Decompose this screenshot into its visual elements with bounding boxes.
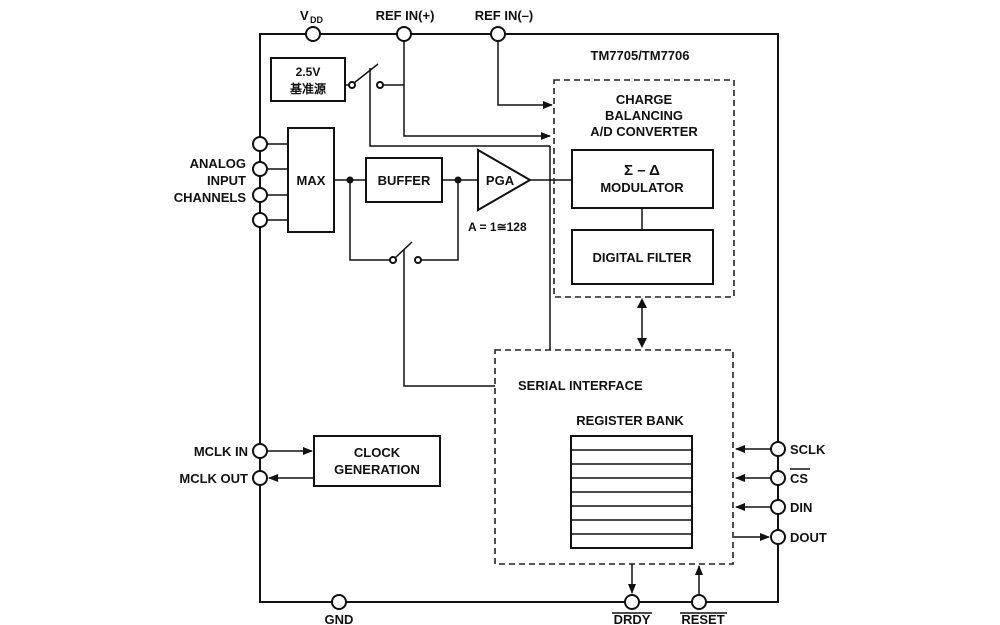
- clock-generation-block: [313, 435, 441, 487]
- pga-label: PGA: [486, 173, 515, 188]
- pin-vdd: V DD: [300, 8, 323, 42]
- max-block: [287, 127, 335, 233]
- pin-mclk-out-label: MCLK OUT: [179, 471, 248, 486]
- serial-interface-label: SERIAL INTERFACE: [518, 378, 643, 393]
- analog-input-label-1: ANALOG: [190, 156, 246, 171]
- reference-label-2: 基准源: [289, 81, 326, 96]
- pin-ref-in-pos-label: REF IN(+): [376, 8, 435, 23]
- pga-amplifier: [477, 148, 533, 212]
- pin-cs: [735, 470, 786, 486]
- pin-reset-label: RESET: [681, 612, 724, 625]
- pga-gain-label: A = 1≅128: [468, 220, 527, 234]
- buffer-label: BUFFER: [378, 173, 431, 188]
- analog-input-pins: [252, 136, 288, 228]
- modulator-label: MODULATOR: [600, 180, 684, 195]
- modulator-block: [571, 149, 714, 209]
- adc-label-2: BALANCING: [605, 108, 683, 123]
- adc-block: [553, 79, 735, 298]
- modulator-symbol: Σ – Δ: [624, 162, 660, 179]
- chip-outline: [259, 33, 779, 603]
- pin-mclk-out: [252, 470, 314, 486]
- register-bank-label: REGISTER BANK: [576, 413, 684, 428]
- pin-dout-label: DOUT: [790, 530, 827, 545]
- serial-interface-block: [494, 349, 734, 565]
- part-number: TM7705/TM7706: [591, 48, 690, 63]
- reference-label-1: 2.5V: [296, 65, 321, 79]
- analog-input-label-2: INPUT: [207, 173, 246, 188]
- digital-filter-label: DIGITAL FILTER: [593, 250, 693, 265]
- adc-label-1: CHARGE: [616, 92, 673, 107]
- pin-mclk-in: [252, 443, 313, 459]
- register-bank: [570, 435, 693, 549]
- pin-dout: [734, 529, 786, 545]
- pin-ref-in-pos: REF IN(+): [376, 8, 435, 42]
- pin-mclk-in-label: MCLK IN: [194, 444, 248, 459]
- pin-gnd: [331, 594, 347, 610]
- reference-block: [270, 57, 346, 102]
- pin-sclk-label: SCLK: [790, 442, 826, 457]
- pin-reset: [691, 565, 707, 610]
- buffer-block: [365, 157, 443, 203]
- digital-filter-block: [571, 229, 714, 285]
- pin-din: [735, 499, 786, 515]
- clock-label-2: GENERATION: [334, 462, 420, 477]
- pin-ref-in-neg: REF IN(–): [475, 8, 534, 42]
- reference-switch: [353, 63, 379, 84]
- analog-input-label-3: CHANNELS: [174, 190, 247, 205]
- adc-label-3: A/D CONVERTER: [590, 124, 698, 139]
- pin-sclk: [735, 441, 786, 457]
- pin-din-label: DIN: [790, 500, 812, 515]
- pin-drdy: [624, 564, 640, 610]
- pin-drdy-label: DRDY: [614, 612, 651, 625]
- pin-ref-in-neg-label: REF IN(–): [475, 8, 534, 23]
- pin-vdd-subscript: DD: [310, 15, 323, 25]
- pin-cs-label: CS: [790, 471, 808, 486]
- pin-vdd-label: V: [300, 8, 309, 23]
- pin-gnd-label: GND: [325, 612, 354, 625]
- clock-label-1: CLOCK: [354, 445, 401, 460]
- max-label: MAX: [297, 173, 326, 188]
